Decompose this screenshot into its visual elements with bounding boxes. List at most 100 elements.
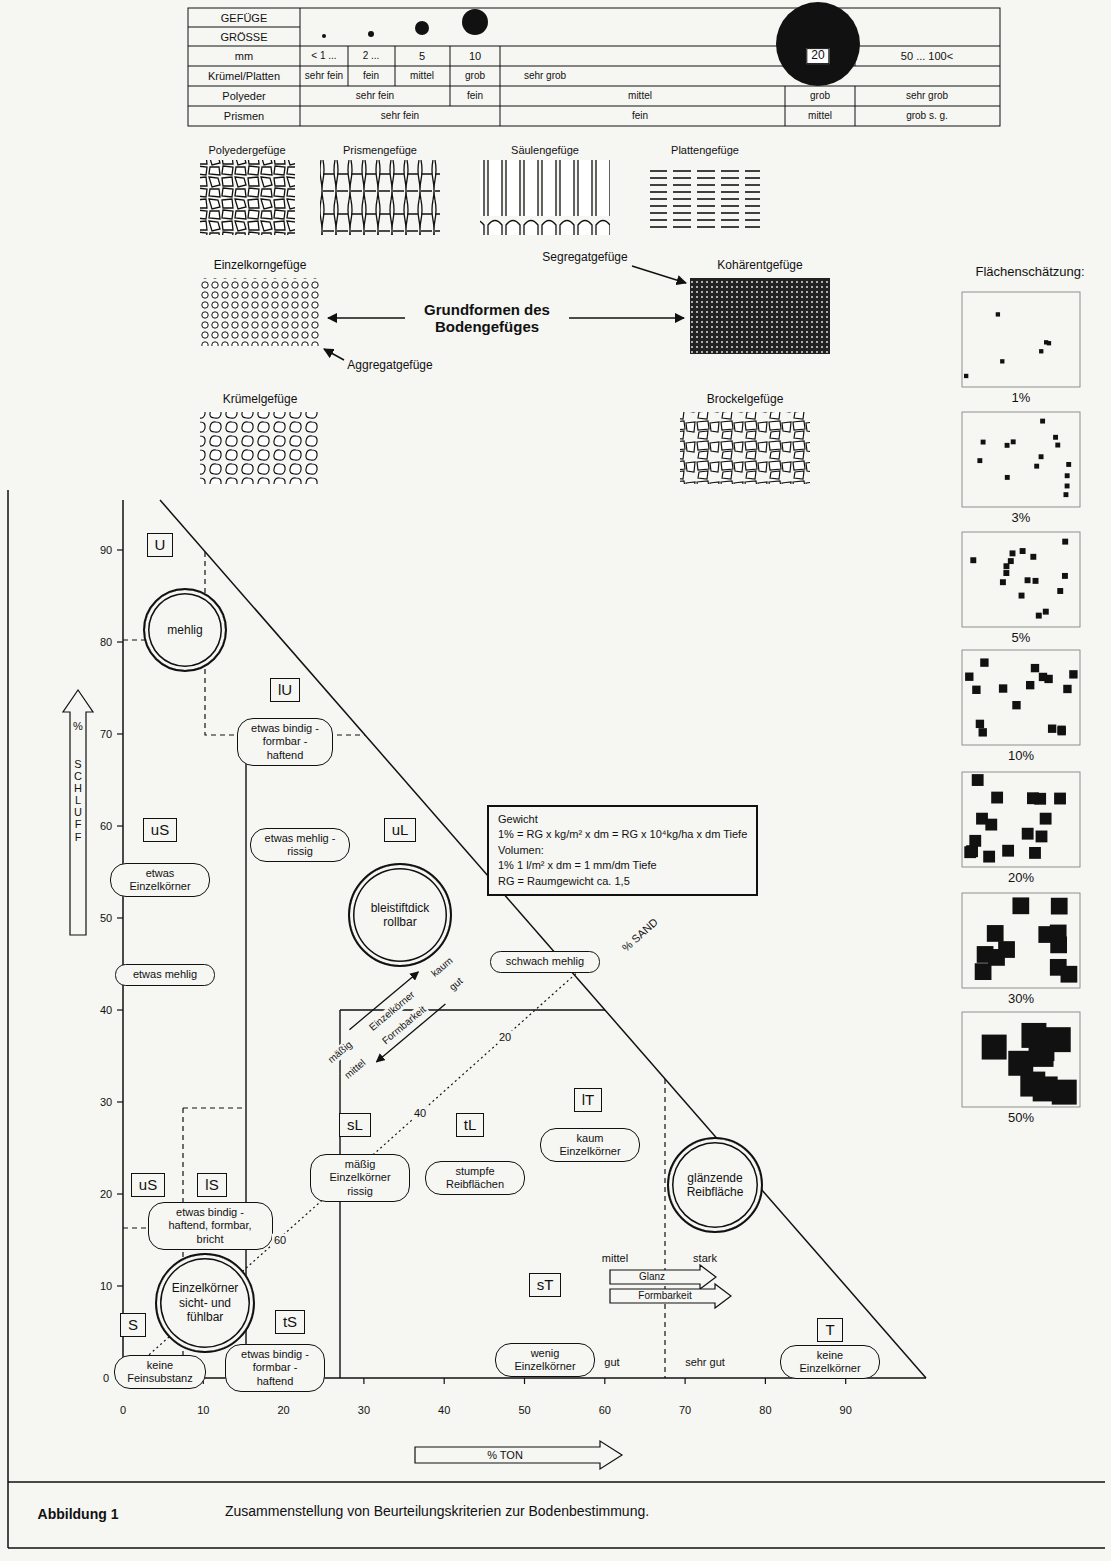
area-estimate-squares bbox=[976, 720, 984, 728]
label-text: 50% bbox=[1008, 1111, 1034, 1126]
area-estimate-squares bbox=[1061, 966, 1078, 983]
label-text: sehr gut bbox=[685, 1356, 725, 1369]
size-dots bbox=[322, 2, 860, 86]
label-text: SCHLUFF bbox=[73, 758, 84, 843]
area-estimate-squares bbox=[962, 1012, 1080, 1107]
area-estimate-squares bbox=[981, 440, 986, 445]
label-text: 50 bbox=[518, 1404, 530, 1417]
area-estimate-squares bbox=[1057, 588, 1063, 594]
label-text: Abbildung 1 bbox=[38, 1506, 119, 1522]
area-estimate-squares bbox=[1046, 1027, 1071, 1052]
area-estimate-squares bbox=[983, 851, 995, 863]
node-text: Einzelkörner sicht- und fühlbar bbox=[170, 1281, 239, 1324]
area-estimate-squares bbox=[962, 772, 1080, 867]
label-text: Glanz bbox=[639, 1271, 665, 1283]
texture-triangle bbox=[123, 970, 580, 1378]
axis-ticks bbox=[117, 917, 123, 918]
size-dots bbox=[415, 21, 429, 35]
area-estimate-squares bbox=[977, 458, 982, 463]
area-estimate-squares bbox=[1020, 548, 1026, 554]
label-text: Prismengefüge bbox=[343, 144, 417, 157]
size-table bbox=[188, 8, 1000, 126]
label-text: 70 bbox=[679, 1404, 691, 1417]
structure-arrows bbox=[632, 266, 686, 283]
area-estimate-squares bbox=[1021, 1023, 1046, 1048]
structure-textures bbox=[680, 412, 810, 484]
node-text: S bbox=[128, 1316, 138, 1334]
area-estimate-squares bbox=[1000, 359, 1004, 363]
label-text: sehr grob bbox=[524, 70, 566, 82]
node-text: lU bbox=[278, 681, 292, 699]
structure-textures bbox=[200, 160, 830, 484]
label-text: 30 bbox=[358, 1404, 370, 1417]
node-text: 1% = RG x kg/m² x dm = RG x 10⁴kg/ha x d… bbox=[498, 827, 747, 842]
label-text: 30% bbox=[1008, 992, 1034, 1007]
area-estimate-squares bbox=[1003, 563, 1009, 569]
label-text: Einzelkorngefüge bbox=[214, 259, 307, 273]
property-circle: glänzende Reibfläche bbox=[667, 1137, 763, 1233]
hollow-arrows bbox=[415, 1441, 622, 1469]
hollow-arrows bbox=[610, 1265, 716, 1289]
label-text: mittel bbox=[410, 70, 434, 82]
area-estimate-squares bbox=[1039, 454, 1044, 459]
area-estimate-squares bbox=[1040, 419, 1045, 424]
node-text: etwas Einzelkörner bbox=[121, 867, 199, 893]
label-text: 80 bbox=[759, 1404, 771, 1417]
label-text: 30 bbox=[100, 1096, 112, 1109]
axis-ticks bbox=[117, 1285, 123, 1286]
label-text: 40 bbox=[412, 1107, 428, 1120]
property-arrows bbox=[349, 972, 445, 1062]
label-text: 10 bbox=[197, 1404, 209, 1417]
area-estimate-squares bbox=[969, 835, 981, 847]
texture-class-box: sT bbox=[529, 1273, 562, 1297]
node-text: etwas mehlig bbox=[126, 968, 204, 981]
node-text: sL bbox=[347, 1116, 363, 1134]
label-text: sehr fein bbox=[356, 90, 394, 102]
texture-class-box: tS bbox=[275, 1310, 305, 1334]
area-estimate-squares bbox=[962, 412, 1080, 507]
label-text: 20 bbox=[100, 1188, 112, 1201]
label-text: 20 bbox=[497, 1031, 513, 1044]
area-estimate-squares bbox=[1029, 847, 1041, 859]
property-pill: keine Feinsubstanz bbox=[114, 1355, 206, 1389]
label-text: 90 bbox=[100, 544, 112, 557]
label-text: 5 bbox=[419, 50, 425, 63]
label-text: Prismen bbox=[224, 110, 264, 123]
size-dots bbox=[462, 9, 488, 35]
label-text: mittel bbox=[602, 1252, 628, 1265]
node-text: Volumen: bbox=[498, 843, 747, 858]
label-text: Formbarkeit bbox=[638, 1290, 691, 1302]
hollow-arrows bbox=[63, 690, 93, 935]
area-estimate-squares bbox=[1033, 1076, 1058, 1101]
area-estimate-squares bbox=[1011, 439, 1016, 444]
size-dots bbox=[322, 34, 326, 38]
area-estimate-squares bbox=[1069, 670, 1077, 678]
label-text: stark bbox=[693, 1252, 717, 1265]
size-table bbox=[188, 8, 1000, 126]
label-text: sehr fein bbox=[305, 70, 343, 82]
label-text: sehr fein bbox=[381, 110, 419, 122]
structure-textures bbox=[200, 160, 295, 235]
size-table bbox=[188, 8, 1000, 126]
caption: Zusammenstellung von Beurteilungskriteri… bbox=[225, 1503, 649, 1519]
texture-class-box: U bbox=[147, 533, 174, 557]
label-text: 10% bbox=[1008, 749, 1034, 764]
property-circle: bleistiftdick rollbar bbox=[348, 863, 452, 967]
property-pill: schwach mehlig bbox=[490, 951, 600, 972]
label-text: Grundformen des Bodengefüges bbox=[412, 301, 562, 336]
area-estimate-squares bbox=[982, 1035, 1007, 1060]
area-estimate-squares bbox=[1058, 727, 1066, 735]
frame bbox=[8, 490, 1105, 1548]
area-estimate-squares bbox=[1012, 701, 1020, 709]
label-text: 10 bbox=[100, 1280, 112, 1293]
structure-textures bbox=[650, 165, 760, 230]
area-estimate-squares bbox=[1062, 573, 1068, 579]
node-text: bleistiftdick rollbar bbox=[364, 901, 436, 930]
label-text: 70 bbox=[100, 728, 112, 741]
area-estimate-squares bbox=[1039, 349, 1043, 353]
area-estimate-squares bbox=[1030, 554, 1036, 560]
area-estimate-squares bbox=[970, 557, 976, 563]
label-text: 20 bbox=[277, 1404, 289, 1417]
area-estimate-squares bbox=[1036, 613, 1042, 619]
area-estimate-squares bbox=[966, 845, 978, 857]
